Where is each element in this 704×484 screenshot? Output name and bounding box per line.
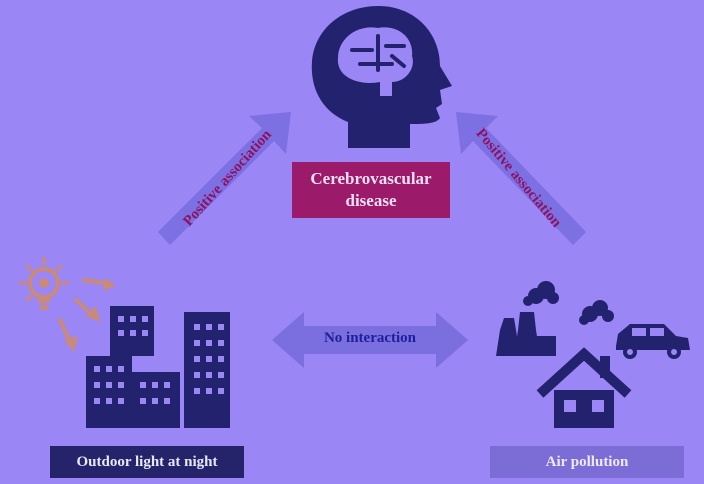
power-plant-icon bbox=[496, 312, 556, 356]
car-icon bbox=[616, 324, 690, 359]
smoke-icon bbox=[523, 281, 614, 325]
edge-label-no-interaction: No interaction bbox=[323, 330, 417, 346]
house-icon bbox=[536, 347, 632, 428]
head-brain-icon bbox=[311, 6, 452, 148]
node-outdoor-light-at-night: Outdoor light at night bbox=[50, 446, 244, 478]
lightbulb-icon bbox=[18, 256, 116, 352]
node-cerebrovascular-disease: Cerebrovascular disease bbox=[292, 162, 450, 218]
buildings-icon bbox=[86, 306, 230, 428]
arrow-no-interaction bbox=[272, 312, 468, 368]
arrow-left-to-top bbox=[158, 112, 291, 245]
node-air-pollution: Air pollution bbox=[490, 446, 684, 478]
arrow-right-to-top bbox=[456, 112, 586, 245]
